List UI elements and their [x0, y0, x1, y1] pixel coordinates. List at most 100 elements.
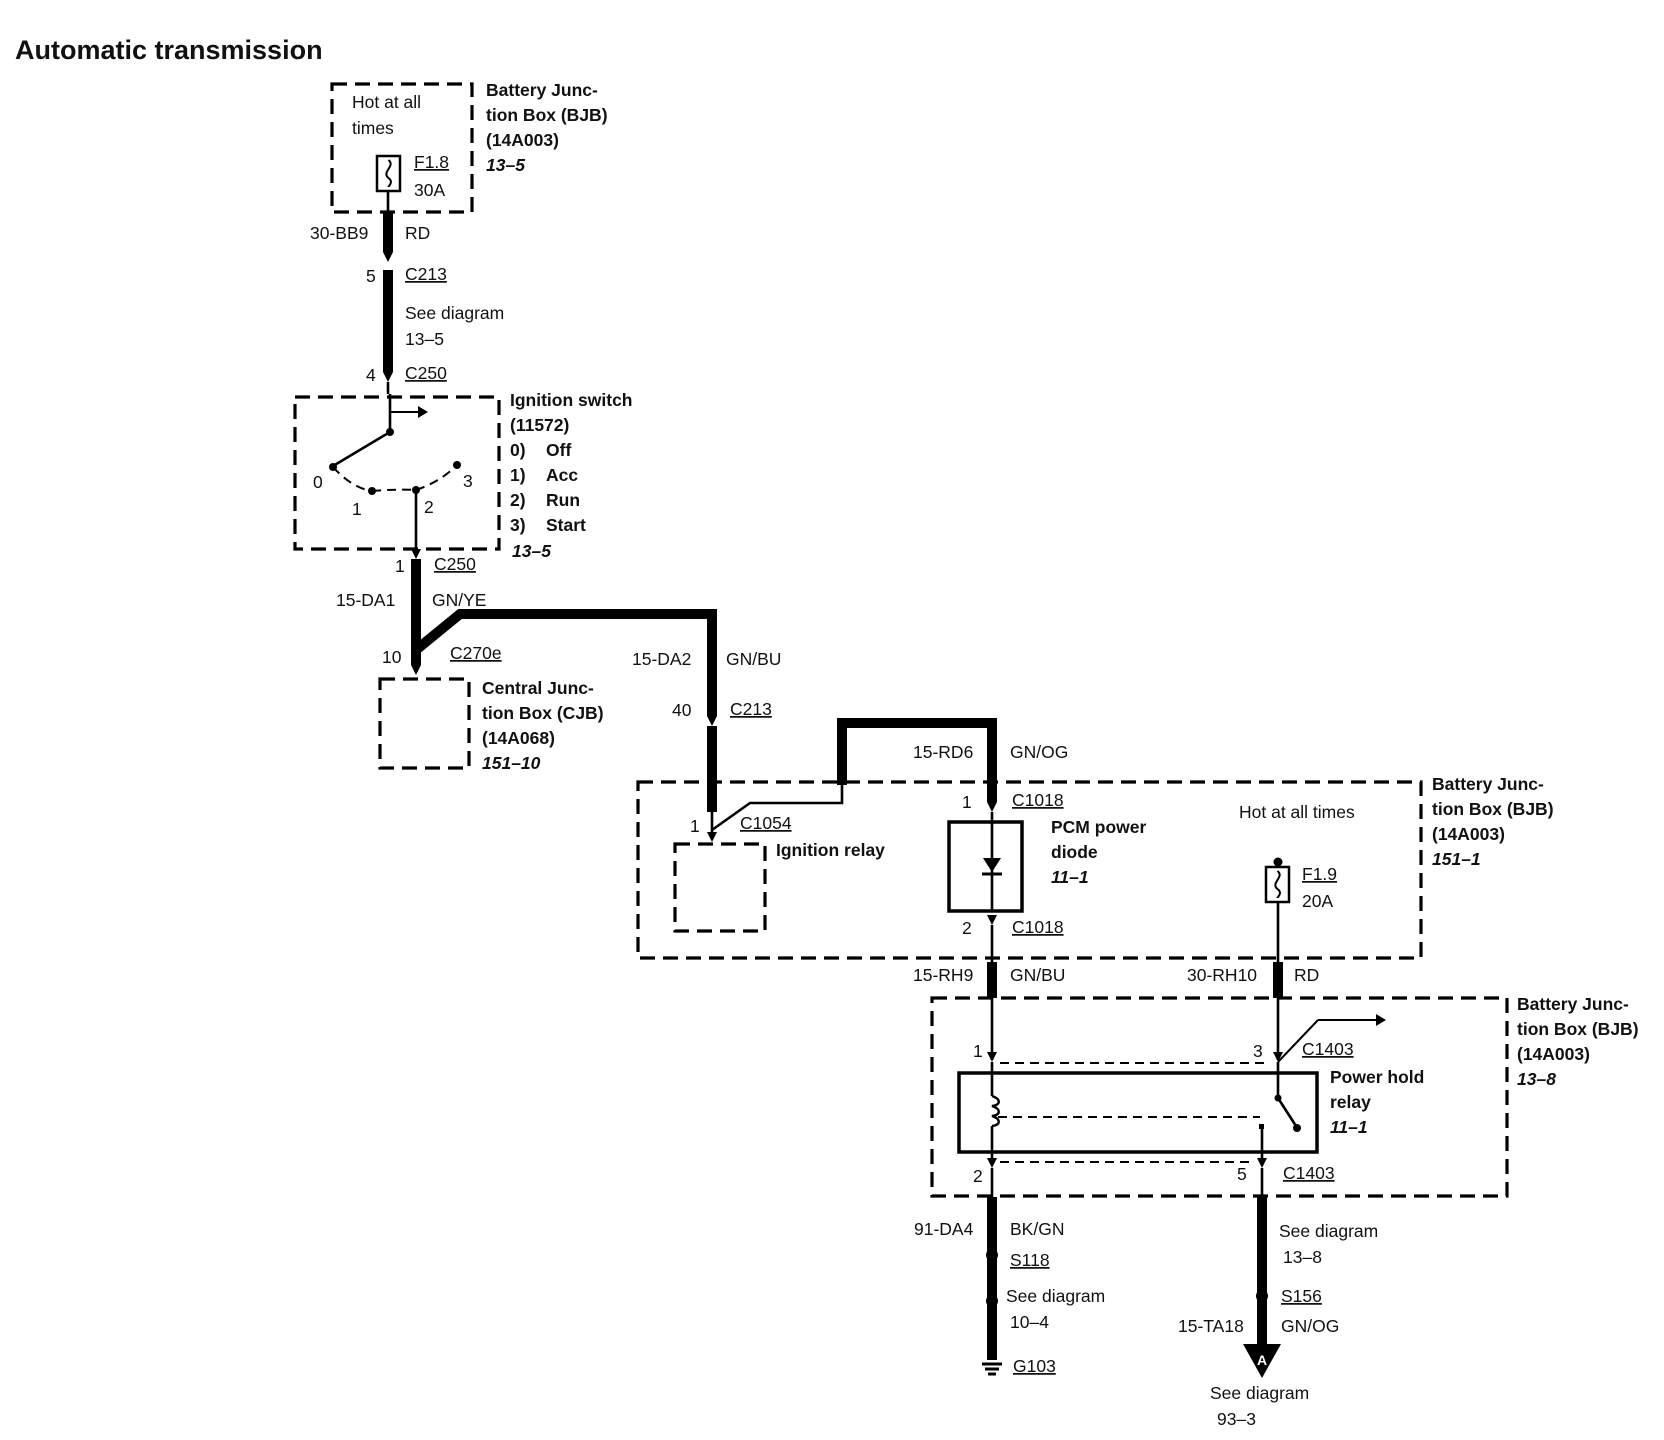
ground-g103: G103 [1013, 1356, 1056, 1376]
bjb1-name-line2: tion Box (BJB) [486, 105, 608, 125]
bjb3-name-line2: tion Box (BJB) [1517, 1019, 1639, 1039]
bjb3-part: (14A003) [1517, 1044, 1590, 1064]
pcm-diode-name-line1: PCM power [1051, 817, 1146, 837]
pcm-diode-name-line2: diode [1051, 842, 1098, 862]
power-hold-relay-ref: 11–1 [1330, 1117, 1368, 1137]
switch-legend-label-2: Run [546, 490, 580, 510]
splice-s156: S156 [1281, 1286, 1322, 1306]
bjb3-ref: 13–8 [1517, 1069, 1556, 1089]
c1403-pin-5: 5 [1237, 1164, 1247, 1184]
color-bk-gn: BK/GN [1010, 1219, 1064, 1239]
color-rd-2: RD [1294, 965, 1319, 985]
see-diagram-3-line2: 13–8 [1283, 1247, 1322, 1267]
wire-15-da2-lower [707, 716, 717, 838]
battery-junction-box-top: Hot at all times F1.8 30A Battery Junc- … [330, 80, 608, 214]
switch-pos-0: 0 [313, 472, 323, 492]
switch-pos-2: 2 [424, 497, 434, 517]
see-diagram-1-line2: 13–5 [405, 329, 444, 349]
bjb2-part: (14A003) [1432, 824, 1505, 844]
switch-pos-1: 1 [352, 499, 362, 519]
battery-junction-box-bottom [930, 996, 1509, 1198]
connector-c1018-bottom: C1018 [1012, 917, 1064, 937]
wire-30-bb9 [383, 191, 393, 394]
battery-junction-box-middle [636, 780, 1423, 960]
switch-legend-label-3: Start [546, 515, 586, 535]
bjb2-ref: 151–1 [1432, 849, 1481, 869]
connector-c270e: C270e [450, 643, 502, 663]
connector-c250-bottom: C250 [434, 554, 476, 574]
connector-c213-mid: C213 [730, 699, 772, 719]
circuit-15-da1: 15-DA1 [336, 590, 395, 610]
fuse-f1-8-rating: 30A [414, 180, 445, 200]
switch-legend-num-1: 1) [510, 465, 526, 485]
hot-at-all-times-line1: Hot at all [352, 92, 421, 112]
c1403-pin-2: 2 [973, 1166, 983, 1186]
c1403-pin-1: 1 [973, 1041, 983, 1061]
fuse-icon [1264, 857, 1291, 904]
power-hold-relay-name-line1: Power hold [1330, 1067, 1424, 1087]
c1054-pin-1: 1 [690, 816, 700, 836]
wire-91-da4 [986, 1168, 998, 1360]
color-gn-ye: GN/YE [432, 590, 486, 610]
ignition-switch-ref: 13–5 [512, 541, 551, 561]
see-diagram-4-line2: 93–3 [1217, 1409, 1256, 1429]
circuit-30-bb9: 30-BB9 [310, 223, 368, 243]
connector-c1054: C1054 [740, 813, 792, 833]
c1403-pin-3: 3 [1253, 1041, 1263, 1061]
pcm-power-diode [947, 812, 1024, 925]
splice-s118: S118 [1010, 1250, 1050, 1270]
central-junction-box [378, 677, 471, 770]
ignition-relay-name: Ignition relay [776, 840, 885, 860]
cjb-name-line2: tion Box (CJB) [482, 703, 604, 723]
color-gn-og-1: GN/OG [1010, 742, 1068, 762]
page-title: Automatic transmission [15, 35, 323, 65]
bjb1-ref: 13–5 [486, 155, 525, 175]
connector-a-letter: A [1257, 1352, 1267, 1368]
bjb1-name-line1: Battery Junc- [486, 80, 598, 100]
c270e-pin-10: 10 [382, 647, 402, 667]
see-diagram-4-line1: See diagram [1210, 1383, 1309, 1403]
ignition-relay [673, 842, 767, 933]
ignition-switch-part: (11572) [510, 415, 569, 435]
cjb-part: (14A068) [482, 728, 555, 748]
fuse-icon [375, 154, 402, 193]
connector-c250-top: C250 [405, 363, 447, 383]
see-diagram-1-line1: See diagram [405, 303, 504, 323]
switch-legend-num-0: 0) [510, 440, 526, 460]
c213-pin-5: 5 [366, 266, 376, 286]
fuse-f1-9-rating: 20A [1302, 891, 1333, 911]
color-rd-1: RD [405, 223, 430, 243]
circuit-15-da2: 15-DA2 [632, 649, 691, 669]
circuit-15-rd6: 15-RD6 [913, 742, 973, 762]
switch-pos-3: 3 [463, 471, 473, 491]
connector-c1403-bottom: C1403 [1283, 1163, 1335, 1183]
color-gn-bu-2: GN/BU [1010, 965, 1065, 985]
circuit-15-ta18: 15-TA18 [1178, 1316, 1244, 1336]
connector-c213-top: C213 [405, 264, 447, 284]
hot-at-all-times-2: Hot at all times [1239, 802, 1355, 822]
ignition-switch-box: 0 1 2 3 [293, 394, 501, 551]
circuit-15-rh9: 15-RH9 [913, 965, 973, 985]
c1018-pin-2: 2 [962, 918, 972, 938]
wire-15-rd6 [711, 718, 997, 832]
color-gn-og-2: GN/OG [1281, 1316, 1339, 1336]
switch-legend-label-1: Acc [546, 465, 578, 485]
see-diagram-2-line2: 10–4 [1010, 1312, 1049, 1332]
ignition-switch-name: Ignition switch [510, 390, 633, 410]
c213-pin-40: 40 [672, 700, 692, 720]
switch-legend-label-0: Off [546, 440, 571, 460]
see-diagram-2-line1: See diagram [1006, 1286, 1105, 1306]
pcm-diode-ref: 11–1 [1051, 867, 1089, 887]
power-hold-relay [957, 1014, 1386, 1168]
fuse-f1-8-id: F1.8 [414, 152, 449, 172]
c250-pin-1: 1 [395, 556, 405, 576]
wire-15-ta18 [1243, 1168, 1281, 1378]
bjb1-part: (14A003) [486, 130, 559, 150]
circuit-30-rh10: 30-RH10 [1187, 965, 1257, 985]
power-hold-relay-name-line2: relay [1330, 1092, 1371, 1112]
cjb-ref: 151–10 [482, 753, 541, 773]
bjb2-name-line2: tion Box (BJB) [1432, 799, 1554, 819]
bjb2-name-line1: Battery Junc- [1432, 774, 1544, 794]
bjb3-name-line1: Battery Junc- [1517, 994, 1629, 1014]
